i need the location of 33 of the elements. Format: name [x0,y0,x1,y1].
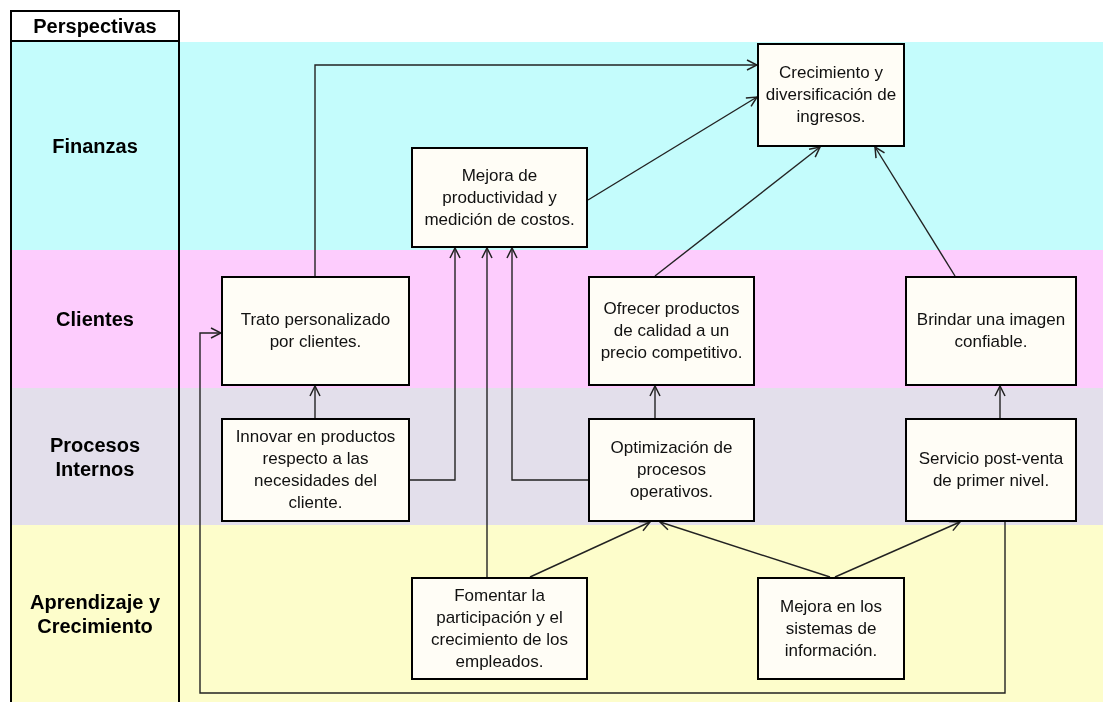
objective-box: Brindar una imagen confiable. [905,276,1077,386]
band-label: Procesos Internos [48,432,142,481]
arrow [834,520,961,578]
arrow [481,247,493,578]
objective-box: Mejora en los sistemas de información. [757,577,905,680]
objective-box: Mejora de productividad y medición de costos. [411,147,588,248]
band-label: Clientes [56,307,134,331]
arrow [529,520,651,578]
perspective-band [10,250,1103,388]
objective-box: Optimización de procesos operativos. [588,418,755,522]
arrow [199,327,1006,694]
column-header: Perspectivas [10,10,180,42]
perspective-band [10,42,1103,250]
objective-box: Fomentar la participación y el crecimiento de los empleados. [411,577,588,680]
perspective-band [10,525,1103,702]
arrow [659,519,831,578]
arrow [994,385,1006,419]
band-label: Finanzas [52,134,138,158]
arrow [409,247,461,481]
objective-box: Servicio post-venta de primer nivel. [905,418,1077,522]
objective-box: Ofrecer productos de calidad a un precio competitivo. [588,276,755,386]
band-label: Aprendizaje y Crecimiento [28,589,161,638]
objective-box: Trato personalizado por clientes. [221,276,410,386]
objective-box: Innovar en productos respecto a las necesidades del cliente. [221,418,410,522]
arrow [587,96,758,201]
arrow [314,59,758,277]
arrow [874,146,956,277]
perspective-band [10,388,1103,525]
arrow [649,385,661,419]
arrow [654,146,821,277]
objective-box: Crecimiento y diversificación de ingresos. [757,43,905,147]
arrow [309,385,321,419]
arrow [506,247,589,481]
